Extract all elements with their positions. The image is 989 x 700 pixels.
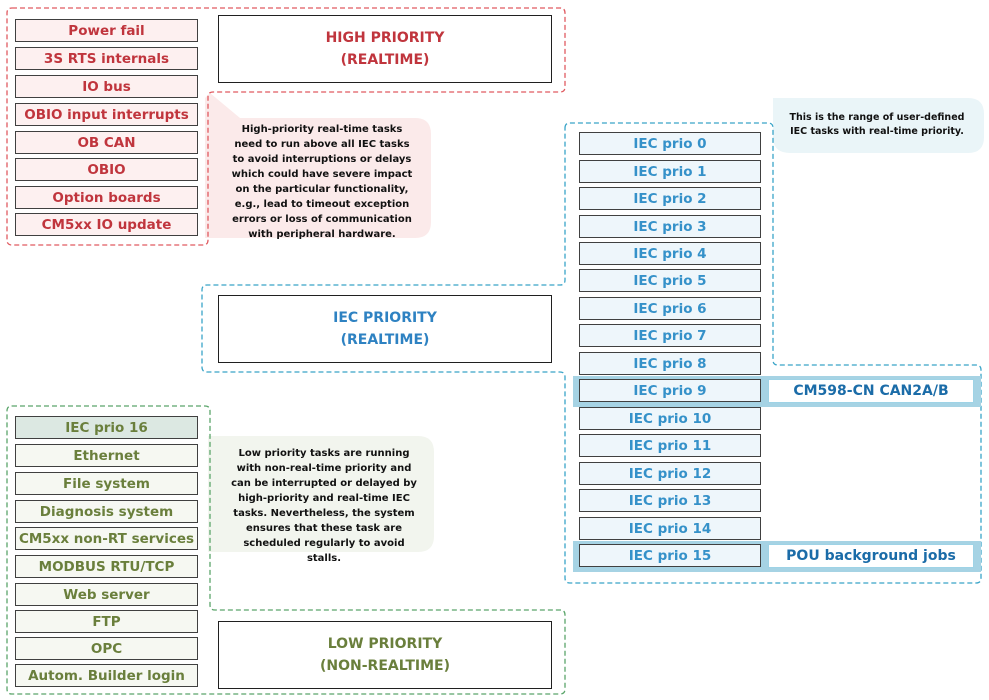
low-priority-item: OPC [15, 637, 198, 660]
iec-prio-item: IEC prio 6 [579, 297, 761, 320]
iec-prio-item: IEC prio 5 [579, 269, 761, 292]
low-priority-item: Ethernet [15, 444, 198, 467]
low-priority-item: FTP [15, 610, 198, 633]
iec-prio-item: IEC prio 13 [579, 489, 761, 512]
iec-prio-item: IEC prio 9 [579, 379, 761, 402]
high-priority-group-outline [6, 7, 566, 246]
low-priority-item: Diagnosis system [15, 500, 198, 523]
iec-priority-title: IEC PRIORITY (REALTIME) [218, 295, 552, 363]
high-priority-item: Option boards [15, 186, 198, 209]
iec-prio-item: IEC prio 8 [579, 352, 761, 375]
iec-priority-title-line1: IEC PRIORITY [333, 310, 437, 326]
iec-prio-item: IEC prio 1 [579, 160, 761, 183]
low-priority-title-line1: LOW PRIORITY [327, 636, 443, 652]
iec-prio-item: IEC prio 2 [579, 187, 761, 210]
high-priority-title: HIGH PRIORITY (REALTIME) [218, 15, 552, 83]
iec-prio-item: IEC prio 4 [579, 242, 761, 265]
low-priority-title-line2: (NON-REALTIME) [320, 658, 450, 674]
high-priority-title-line2: (REALTIME) [340, 52, 430, 68]
iec-prio-item: IEC prio 14 [579, 517, 761, 540]
high-priority-title-line1: HIGH PRIORITY [325, 30, 445, 46]
high-priority-item: IO bus [15, 75, 198, 98]
iec-prio-item: IEC prio 12 [579, 462, 761, 485]
iec-prio-item: IEC prio 3 [579, 215, 761, 238]
iec-prio-item: IEC prio 7 [579, 324, 761, 347]
prio15-side-label: POU background jobs [768, 544, 974, 568]
iec-prio-item: IEC prio 15 [579, 544, 761, 567]
low-priority-item: Autom. Builder login [15, 664, 198, 687]
low-priority-title: LOW PRIORITY (NON-REALTIME) [218, 621, 552, 689]
high-priority-note: High-priority real-time tasks need to ru… [231, 124, 413, 240]
high-priority-item: OB CAN [15, 131, 198, 154]
iec-prio-item: IEC prio 10 [579, 407, 761, 430]
high-priority-item: 3S RTS internals [15, 47, 198, 70]
low-priority-item: MODBUS RTU/TCP [15, 555, 198, 578]
iec-prio-item: IEC prio 0 [579, 132, 761, 155]
high-priority-item: OBIO [15, 158, 198, 181]
high-priority-item: Power fail [15, 19, 198, 42]
high-priority-item: CM5xx IO update [15, 213, 198, 236]
iec-prio-item: IEC prio 11 [579, 434, 761, 457]
low-priority-callout [208, 436, 434, 552]
low-priority-item: File system [15, 472, 198, 495]
prio9-side-label: CM598-CN CAN2A/B [768, 379, 974, 403]
high-priority-callout [205, 93, 431, 238]
iec-priority-title-line2: (REALTIME) [340, 332, 430, 348]
low-priority-group-outline [6, 405, 566, 695]
low-priority-item: CM5xx non-RT services [15, 527, 198, 550]
iec-priority-callout [773, 98, 984, 153]
iec-priority-group-outline [201, 122, 982, 584]
high-priority-item: OBIO input interrupts [15, 103, 198, 126]
low-priority-item: Web server [15, 583, 198, 606]
low-priority-item: IEC prio 16 [15, 416, 198, 439]
iec-priority-note: This is the range of user-defined IEC ta… [789, 112, 965, 137]
low-priority-note: Low priority tasks are running with non-… [231, 448, 417, 564]
